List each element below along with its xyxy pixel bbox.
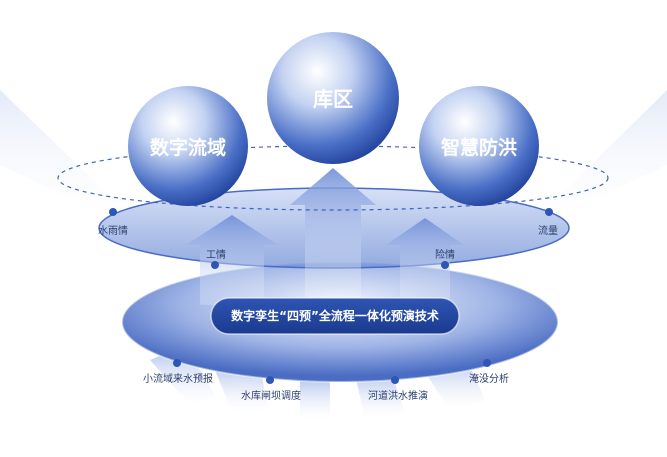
arrow-left-icon xyxy=(186,215,278,305)
ring-markers: 水雨情 工情 险情 流量 xyxy=(98,208,558,269)
bottom-dot-small-basin xyxy=(173,359,181,367)
ring-label-danger: 险情 xyxy=(435,248,455,261)
bottom-label-flood: 淹没分析 xyxy=(469,372,509,385)
ring-dot-rain xyxy=(109,208,117,216)
sphere-right: 智慧防洪 xyxy=(419,86,539,206)
left-light-beam xyxy=(0,90,150,235)
ring-label-work: 工情 xyxy=(206,248,226,261)
bottom-markers: 小流域来水预报 水库闸坝调度 河道洪水推演 淹没分析 xyxy=(143,359,509,402)
bottom-dot-flood xyxy=(483,359,491,367)
core-pill xyxy=(210,297,460,335)
arrow-center-icon xyxy=(290,168,376,300)
ring-dot-flow xyxy=(545,208,553,216)
bottom-dot-reservoir xyxy=(266,376,274,384)
upward-arrows xyxy=(186,168,464,305)
ring-label-flow: 流量 xyxy=(538,224,558,237)
sphere-left: 数字流域 xyxy=(128,86,248,206)
core-technology: 数字孪生“四预”全流程一体化预演技术 xyxy=(210,297,460,335)
sphere-center-label: 库区 xyxy=(313,87,353,111)
bottom-dot-river xyxy=(391,376,399,384)
core-title: 数字孪生“四预”全流程一体化预演技术 xyxy=(231,308,439,323)
sphere-center: 库区 xyxy=(267,32,399,164)
sphere-right-label: 智慧防洪 xyxy=(441,136,517,159)
ring-dot-danger xyxy=(441,261,449,269)
sphere-left-label: 数字流域 xyxy=(150,136,226,159)
bottom-label-reservoir: 水库闸坝调度 xyxy=(241,389,301,402)
arrow-right-icon xyxy=(386,218,464,305)
bottom-label-river: 河道洪水推演 xyxy=(368,389,428,402)
bottom-label-small-basin: 小流域来水预报 xyxy=(143,372,213,385)
ring-label-rain: 水雨情 xyxy=(98,224,128,237)
ring-dot-work xyxy=(211,261,219,269)
right-light-beam xyxy=(520,90,667,235)
